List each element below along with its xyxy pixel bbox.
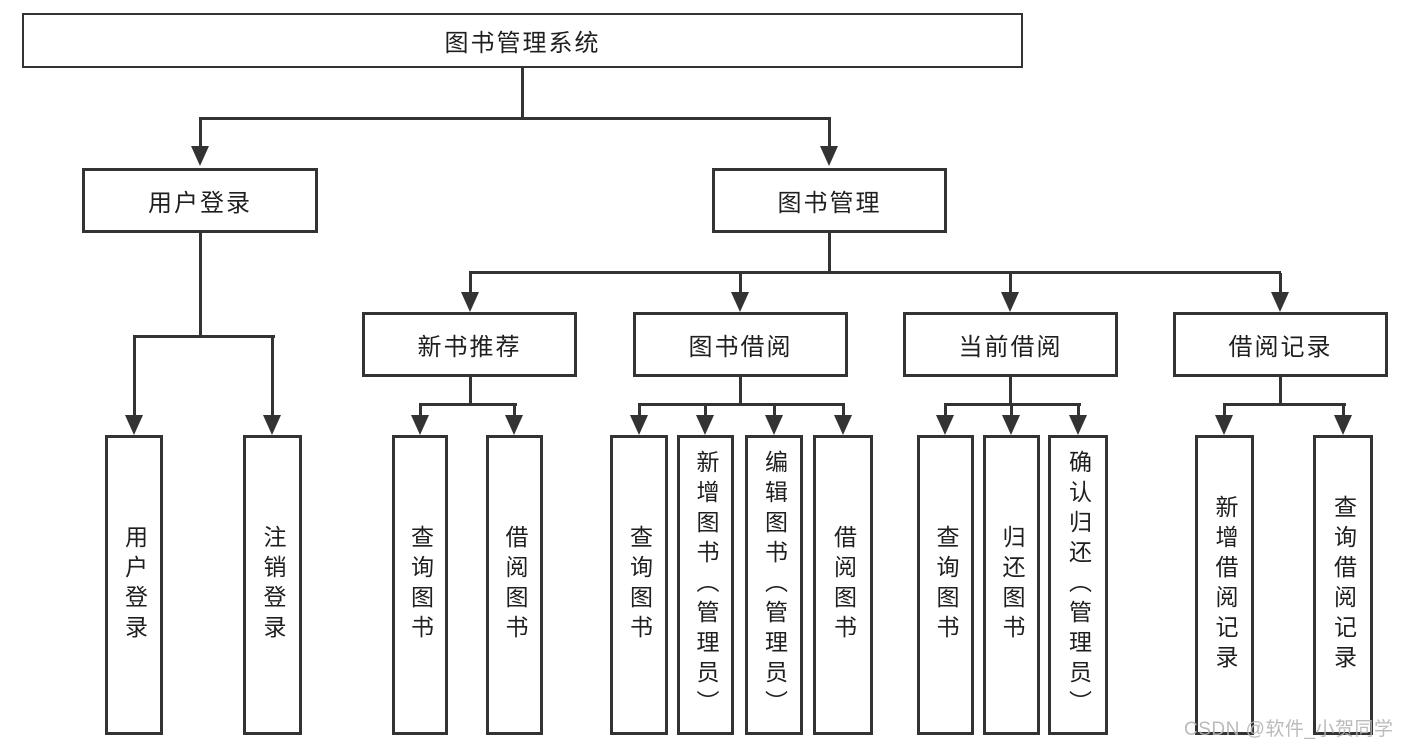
node-borrow-records: 借阅记录 bbox=[1173, 312, 1388, 377]
arrowhead-leaf bbox=[696, 415, 714, 435]
arrowhead-leaf bbox=[505, 415, 523, 435]
node-new-books-label: 新书推荐 bbox=[417, 334, 522, 361]
connector-level2-bar bbox=[199, 117, 831, 120]
arrowhead-leaf bbox=[834, 415, 852, 435]
connector-book-borrow-bar bbox=[638, 403, 845, 406]
node-book-borrow-label: 图书借阅 bbox=[688, 334, 793, 361]
arrowhead-leaf bbox=[263, 415, 281, 435]
connector-level3-bar bbox=[469, 271, 1281, 274]
leaf-records-search: 查询借阅记录 bbox=[1313, 435, 1373, 735]
connector-current-borrow-stem bbox=[1009, 377, 1012, 405]
node-root: 图书管理系统 bbox=[22, 13, 1023, 68]
leaf-current-confirm-admin-label: 确认归还（管理员） bbox=[1065, 450, 1092, 720]
connector-level3-stub bbox=[739, 273, 742, 293]
leaf-logout: 注销登录 bbox=[243, 435, 302, 735]
connector-leaf-stub bbox=[513, 405, 516, 417]
leaf-logout-label: 注销登录 bbox=[260, 525, 286, 645]
leaf-current-return-label: 归还图书 bbox=[999, 525, 1025, 645]
connector-user-login-stem bbox=[199, 233, 202, 337]
leaf-current-return: 归还图书 bbox=[983, 435, 1040, 735]
connector-leaf-stub bbox=[1342, 405, 1345, 417]
connector-leaf-stub bbox=[271, 337, 274, 417]
leaf-user-login-label: 用户登录 bbox=[121, 525, 148, 645]
connector-leaf-stub bbox=[638, 405, 641, 417]
node-user-login: 用户登录 bbox=[82, 168, 318, 233]
leaf-current-confirm-admin: 确认归还（管理员） bbox=[1048, 435, 1108, 735]
node-user-login-label: 用户登录 bbox=[148, 190, 252, 217]
arrowhead-leaf bbox=[1069, 415, 1087, 435]
leaf-borrow-add-admin-label: 新增图书（管理员） bbox=[693, 450, 719, 720]
leaf-newbooks-borrow: 借阅图书 bbox=[486, 435, 543, 735]
leaf-borrow-borrow-label: 借阅图书 bbox=[830, 525, 857, 645]
watermark: CSDN @软件_小贺同学 bbox=[1184, 719, 1394, 740]
leaf-current-search-label: 查询图书 bbox=[933, 525, 959, 645]
connector-root-stem bbox=[521, 68, 524, 119]
leaf-borrow-add-admin: 新增图书（管理员） bbox=[677, 435, 734, 735]
arrowhead-leaf bbox=[936, 415, 954, 435]
leaf-borrow-search: 查询图书 bbox=[610, 435, 668, 735]
connector-book-borrow-stem bbox=[739, 377, 742, 405]
node-current-borrow-label: 当前借阅 bbox=[958, 334, 1063, 361]
leaf-current-search: 查询图书 bbox=[917, 435, 974, 735]
arrowhead-book-mgmt bbox=[820, 146, 838, 166]
node-current-borrow: 当前借阅 bbox=[903, 312, 1118, 377]
leaf-user-login: 用户登录 bbox=[105, 435, 163, 735]
connector-leaf-stub bbox=[1223, 405, 1226, 417]
connector-current-borrow-bar bbox=[944, 403, 1081, 406]
connector-book-mgmt-stem bbox=[828, 233, 831, 273]
leaf-borrow-edit-admin: 编辑图书（管理员） bbox=[745, 435, 803, 735]
connector-new-books-stem bbox=[469, 377, 472, 405]
arrowhead-leaf bbox=[1002, 415, 1020, 435]
connector-book-mgmt-stub bbox=[828, 117, 831, 148]
connector-leaf-stub bbox=[773, 405, 776, 417]
node-book-mgmt: 图书管理 bbox=[712, 168, 947, 233]
arrowhead-current-borrow bbox=[1001, 292, 1019, 312]
node-borrow-records-label: 借阅记录 bbox=[1228, 334, 1333, 361]
leaf-records-search-label: 查询借阅记录 bbox=[1330, 495, 1357, 675]
connector-leaf-stub bbox=[704, 405, 707, 417]
node-book-borrow: 图书借阅 bbox=[633, 312, 848, 377]
connector-new-books-bar bbox=[419, 403, 517, 406]
arrowhead-user-login bbox=[191, 146, 209, 166]
connector-level3-stub bbox=[1009, 273, 1012, 293]
connector-level3-stub bbox=[1279, 273, 1282, 293]
leaf-newbooks-search: 查询图书 bbox=[392, 435, 448, 735]
node-root-label: 图书管理系统 bbox=[444, 30, 601, 57]
connector-user-login-stub bbox=[199, 117, 202, 148]
arrowhead-book-borrow bbox=[731, 292, 749, 312]
leaf-newbooks-borrow-label: 借阅图书 bbox=[502, 525, 528, 645]
connector-user-login-bar bbox=[133, 335, 275, 338]
node-new-books: 新书推荐 bbox=[362, 312, 577, 377]
arrowhead-borrow-records bbox=[1271, 292, 1289, 312]
arrowhead-leaf bbox=[411, 415, 429, 435]
connector-leaf-stub bbox=[842, 405, 845, 417]
connector-leaf-stub bbox=[133, 337, 136, 417]
connector-leaf-stub bbox=[1010, 405, 1013, 417]
leaf-records-add: 新增借阅记录 bbox=[1195, 435, 1254, 735]
leaf-records-add-label: 新增借阅记录 bbox=[1212, 495, 1238, 675]
connector-leaf-stub bbox=[419, 405, 422, 417]
connector-borrow-records-bar bbox=[1223, 403, 1346, 406]
arrowhead-leaf bbox=[1334, 415, 1352, 435]
connector-leaf-stub bbox=[1077, 405, 1080, 417]
connector-borrow-records-stem bbox=[1279, 377, 1282, 405]
node-book-mgmt-label: 图书管理 bbox=[777, 190, 882, 217]
leaf-borrow-search-label: 查询图书 bbox=[626, 525, 653, 645]
arrowhead-leaf bbox=[765, 415, 783, 435]
connector-level3-stub bbox=[469, 273, 472, 293]
leaf-borrow-edit-admin-label: 编辑图书（管理员） bbox=[761, 450, 788, 720]
leaf-newbooks-search-label: 查询图书 bbox=[407, 525, 434, 645]
arrowhead-leaf bbox=[125, 415, 143, 435]
arrowhead-leaf bbox=[630, 415, 648, 435]
arrowhead-leaf bbox=[1215, 415, 1233, 435]
connector-leaf-stub bbox=[944, 405, 947, 417]
arrowhead-new-books bbox=[461, 292, 479, 312]
leaf-borrow-borrow: 借阅图书 bbox=[813, 435, 873, 735]
